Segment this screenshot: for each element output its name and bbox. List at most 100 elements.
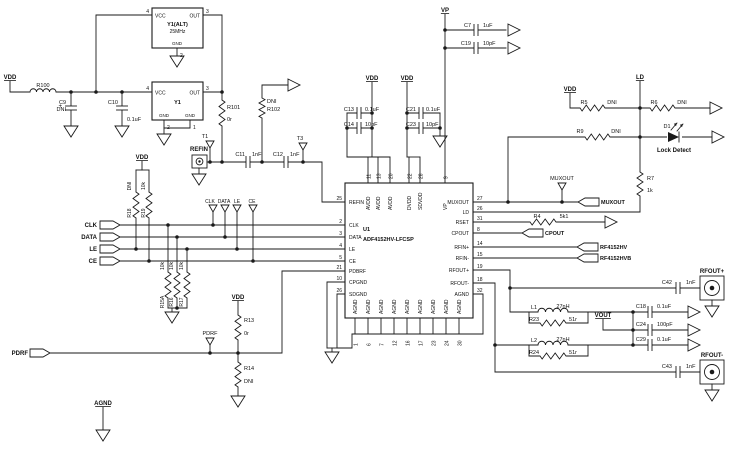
junction-dot <box>223 235 227 239</box>
connector-label: PDRF <box>12 351 29 357</box>
offpage-triangle-icon <box>687 338 702 352</box>
component-label: 1nF <box>252 152 262 158</box>
junction-dot <box>345 126 349 130</box>
pin-number: 25 <box>336 196 342 202</box>
pin-number: 4 <box>146 9 149 15</box>
junction-dot <box>185 247 189 251</box>
ground-icon <box>191 173 207 186</box>
pin-number: 21 <box>336 265 342 271</box>
osc-frequency: 25MHz <box>170 29 186 35</box>
junction-dot <box>94 90 98 94</box>
refin-connector <box>191 154 208 169</box>
pin-name: RFIN+ <box>454 245 469 251</box>
testpoint-icon <box>248 204 258 213</box>
component-label: 10k <box>160 261 166 270</box>
offpage-triangle-icon <box>604 215 619 229</box>
junction-dot <box>134 247 138 251</box>
junction-dot <box>166 223 170 227</box>
junction-dot <box>560 200 564 204</box>
connector-label: CLK <box>85 223 98 229</box>
pin-name: AGND <box>405 299 411 314</box>
ground-icon <box>169 55 185 68</box>
junction-dot <box>220 90 224 94</box>
ground-symbols <box>63 55 720 442</box>
pin-number: 9 <box>444 176 450 179</box>
component-label: DNI <box>607 100 617 106</box>
connector-label: REFIN <box>190 147 208 153</box>
ground-icon <box>164 311 180 324</box>
pin-name: RFIN- <box>456 256 470 262</box>
pin-number: 16 <box>406 340 412 346</box>
component-label: 10k <box>169 261 175 270</box>
wire <box>261 84 289 163</box>
junction-dot <box>443 46 447 50</box>
testpoint-icon <box>220 204 230 213</box>
pin-name: VP <box>443 203 449 210</box>
component-label: 1nF <box>686 364 696 370</box>
resistor-symbol <box>183 271 191 299</box>
pin-number: 8 <box>477 227 480 233</box>
pin-number: 17 <box>419 340 425 346</box>
pin-number: 27 <box>477 196 483 202</box>
testpoint-label: CLK <box>205 199 215 205</box>
pin-name: AVDD <box>366 196 372 210</box>
junction-dot <box>120 90 124 94</box>
output-connectors <box>521 197 600 263</box>
pin-name: PDBRF <box>349 269 366 275</box>
component-label: 0r <box>244 331 249 337</box>
test-points <box>205 140 567 346</box>
wire <box>49 270 346 354</box>
capacitors <box>65 24 681 378</box>
component-label: C18 <box>636 304 646 310</box>
pin-number: 30 <box>458 340 464 346</box>
sma-connector <box>699 359 725 385</box>
sma-connector <box>699 275 725 301</box>
junction-dot <box>493 343 497 347</box>
input-flag-icon <box>99 232 121 242</box>
pin-name: LD <box>463 210 470 216</box>
led-arrow-icon <box>673 123 677 127</box>
offpage-triangle-icon <box>711 130 726 144</box>
component-label: R13 <box>244 318 254 324</box>
component-label: 0r <box>227 117 232 123</box>
pin-number: 12 <box>393 340 399 346</box>
component-label: C9 <box>59 100 66 106</box>
junction-dot <box>405 126 409 130</box>
resistors <box>132 97 676 388</box>
testpoint-icon <box>298 142 308 151</box>
component-label: C10 <box>108 100 118 106</box>
pin-name: GND <box>159 113 170 118</box>
junction-dot <box>208 160 212 164</box>
wire <box>202 14 223 93</box>
connector-label: RFOUT+ <box>700 269 725 275</box>
wire <box>95 14 153 93</box>
component-label: R15A <box>160 295 166 308</box>
resistor-symbol <box>234 314 242 341</box>
pin-number: 20 <box>389 173 395 179</box>
ground-icon <box>63 125 79 138</box>
resistor-symbol <box>649 104 676 112</box>
component-label: C14 <box>344 122 354 128</box>
junction-dot <box>235 247 239 251</box>
pin-name: CLK <box>349 223 359 229</box>
junction-dot <box>147 259 151 263</box>
net-label: VDD <box>366 76 379 82</box>
resistor-symbol <box>218 99 226 127</box>
offpage-triangle-icon <box>287 78 302 92</box>
testpoint-icon <box>205 337 215 346</box>
component-label: 10k <box>141 181 147 190</box>
component-label: R7 <box>647 176 654 182</box>
pin-number: 5 <box>339 255 342 261</box>
testpoint-label: MUXOUT <box>550 176 574 182</box>
net-label: VDD <box>564 87 577 93</box>
component-label: 1nF <box>290 152 300 158</box>
testpoint-label: PDRF <box>203 331 219 337</box>
pin-name: AGND <box>392 299 398 314</box>
junction-dot <box>69 90 73 94</box>
testpoint-label: T3 <box>297 136 303 142</box>
pin-name: RFOUT- <box>450 281 469 287</box>
junction-dot <box>175 235 179 239</box>
pin-number: 4 <box>146 86 149 92</box>
